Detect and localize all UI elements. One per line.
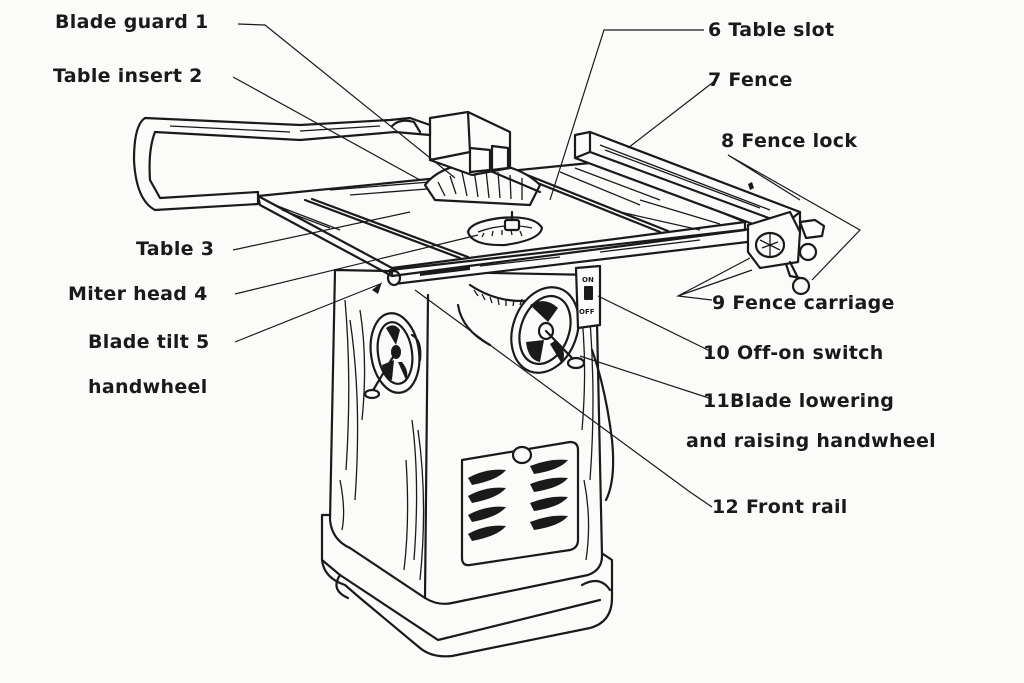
miter-head-gauge [466,210,544,247]
leader-fence [627,79,717,149]
label-miter-head: Miter head 4 [68,283,208,305]
off-on-switch-box: ON OFF [574,264,602,330]
switch-on-text: ON [582,276,594,284]
label-blade-lowering: 11Blade lowering [703,390,895,412]
leader-table-insert [232,76,421,181]
leader-table [232,211,411,251]
leader-blade-lowering [579,355,713,400]
leader-off-on-switch [597,295,713,353]
leader-miter-head [234,234,479,295]
label-blade-lowering-cont: and raising handwheel [686,430,936,452]
leader-blade-guard [237,23,456,179]
power-cord [590,348,615,502]
label-blade-tilt-handwheel: handwheel [88,376,208,398]
blade-raising-handwheel [510,286,586,374]
label-fence: 7 Fence [708,69,793,91]
label-front-rail: 12 Front rail [712,496,848,518]
vent-panel [460,440,580,567]
rip-fence [573,130,802,238]
label-off-on-switch: 10 Off-on switch [703,342,884,364]
leader-lines [232,23,861,508]
label-fence-carriage: 9 Fence carriage [712,292,895,314]
leader-fence-carriage [676,257,753,301]
label-table: Table 3 [136,238,215,260]
blade-tilt-handwheel [363,312,422,400]
label-blade-tilt: Blade tilt 5 [88,331,210,353]
leader-fence-lock [727,154,861,281]
leader-front-rail [414,289,713,508]
fence-carriage-assembly [746,210,826,296]
switch-off-text: OFF [579,308,595,316]
leader-table-slot [549,29,704,201]
blade-guard-arm [132,116,432,212]
label-table-slot: 6 Table slot [708,19,835,41]
leader-blade-tilt [234,283,381,343]
blade-guard-assembly [423,110,542,207]
label-blade-guard: Blade guard 1 [55,11,209,33]
label-fence-lock: 8 Fence lock [721,130,858,152]
label-table-insert: Table insert 2 [53,65,203,87]
